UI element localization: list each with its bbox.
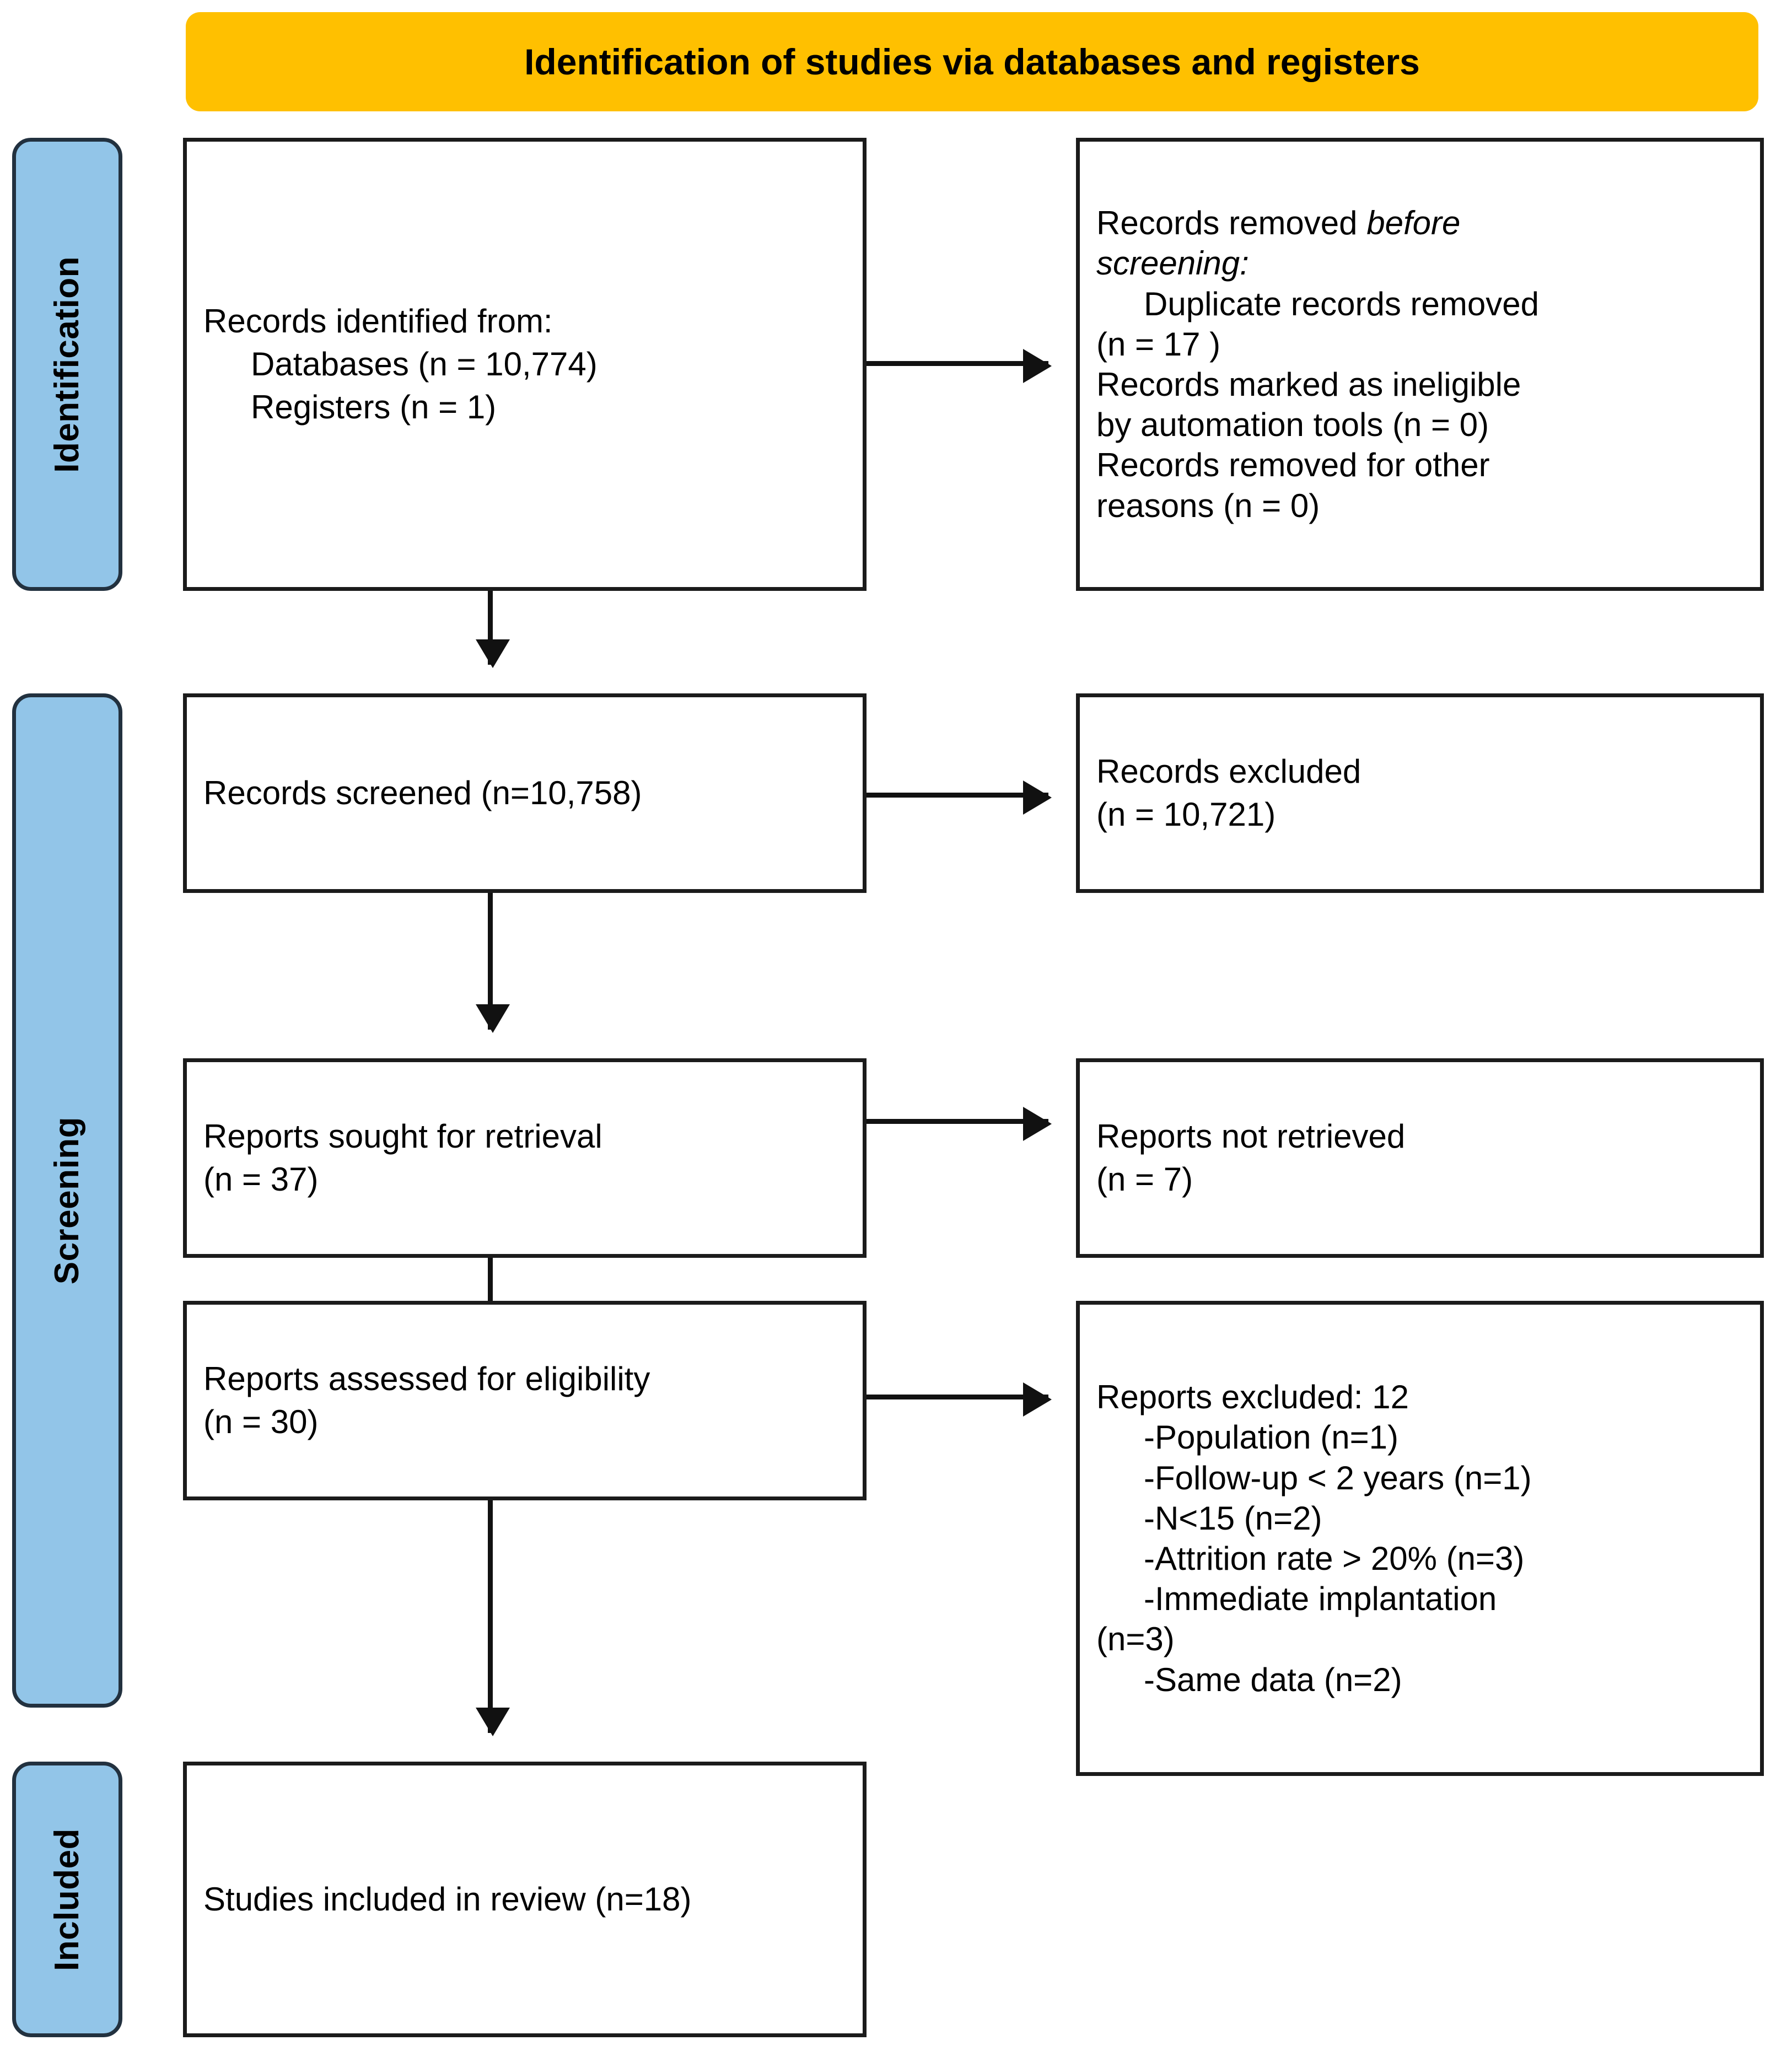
reports-excluded-line7: (n=3) — [1096, 1621, 1175, 1658]
box-records-removed-text: Records removed before screening:Duplicat… — [1080, 203, 1760, 526]
box-records-screened-text: Records screened (n=10,758) — [187, 772, 863, 815]
arrow-screened-to-sought — [476, 893, 510, 1033]
box-reports-excluded: Reports excluded: 12-Population (n=1)-Fo… — [1076, 1301, 1764, 1776]
reports-excluded-line2: -Population (n=1) — [1144, 1419, 1398, 1456]
arrow-identified-to-removed — [867, 349, 1052, 383]
records-identified-line1: Records identified from: — [203, 303, 553, 340]
box-reports-not-retrieved: Reports not retrieved (n = 7) — [1076, 1058, 1764, 1258]
box-records-removed-before-screening: Records removed before screening:Duplicat… — [1076, 138, 1764, 591]
removed-line2-plain: : — [1240, 245, 1249, 282]
box-records-excluded: Records excluded (n = 10,721) — [1076, 693, 1764, 893]
not-retrieved-line2: (n = 7) — [1096, 1161, 1193, 1198]
arrow-screened-to-excluded — [867, 780, 1052, 815]
arrow-assessed-to-included — [476, 1500, 510, 1736]
page-title: Identification of studies via databases … — [524, 41, 1420, 82]
box-records-screened: Records screened (n=10,758) — [183, 693, 867, 893]
sought-line1: Reports sought for retrieval — [203, 1118, 602, 1155]
records-excluded-line2: (n = 10,721) — [1096, 796, 1276, 833]
records-identified-line3: Registers (n = 1) — [251, 389, 497, 426]
box-records-identified: Records identified from: Databases (n = 1… — [183, 138, 867, 591]
arrow-identified-to-screened — [476, 591, 510, 668]
box-reports-excluded-text: Reports excluded: 12-Population (n=1)-Fo… — [1080, 1377, 1760, 1700]
phase-screening-text: Screening — [48, 1116, 86, 1285]
removed-line8: reasons (n = 0) — [1096, 487, 1320, 524]
box-reports-not-retrieved-text: Reports not retrieved (n = 7) — [1080, 1115, 1760, 1201]
box-studies-included-in-review: Studies included in review (n=18) — [183, 1762, 867, 2037]
removed-line1-plain: Records removed — [1096, 204, 1367, 242]
arrow-assessed-to-reports-excluded — [867, 1382, 1052, 1417]
removed-line6: by automation tools (n = 0) — [1096, 406, 1489, 444]
box-reports-assessed-for-eligibility: Reports assessed for eligibility (n = 30) — [183, 1301, 867, 1500]
reports-excluded-line6: -Immediate implantation — [1144, 1580, 1497, 1618]
not-retrieved-line1: Reports not retrieved — [1096, 1118, 1406, 1155]
reports-excluded-line1: Reports excluded: 12 — [1096, 1379, 1409, 1416]
assessed-line2: (n = 30) — [203, 1403, 319, 1440]
diagram-title-bar: Identification of studies via databases … — [186, 12, 1758, 111]
box-reports-assessed-text: Reports assessed for eligibility (n = 30) — [187, 1358, 863, 1444]
assessed-line1: Reports assessed for eligibility — [203, 1360, 650, 1397]
phase-label-screening: Screening — [12, 693, 122, 1708]
removed-line4: (n = 17 ) — [1096, 325, 1221, 363]
arrow-sought-to-not-retrieved — [867, 1107, 1052, 1141]
box-studies-included-text: Studies included in review (n=18) — [187, 1878, 863, 1921]
reports-excluded-line5: -Attrition rate > 20% (n=3) — [1144, 1540, 1525, 1577]
phase-label-included: Included — [12, 1762, 122, 2037]
phase-label-identification: Identification — [12, 138, 122, 591]
records-identified-line2: Databases (n = 10,774) — [251, 346, 598, 383]
box-reports-sought-for-retrieval: Reports sought for retrieval (n = 37) — [183, 1058, 867, 1258]
removed-line1-italic: before — [1366, 204, 1461, 242]
removed-line5: Records marked as ineligible — [1096, 366, 1521, 403]
reports-excluded-line4: -N<15 (n=2) — [1144, 1499, 1322, 1537]
box-records-identified-text: Records identified from: Databases (n = 1… — [187, 300, 863, 429]
records-excluded-line1: Records excluded — [1096, 753, 1362, 790]
reports-excluded-line8: -Same data (n=2) — [1144, 1661, 1402, 1698]
included-line1: Studies included in review (n=18) — [203, 1881, 692, 1918]
box-reports-sought-text: Reports sought for retrieval (n = 37) — [187, 1115, 863, 1201]
sought-line2: (n = 37) — [203, 1161, 319, 1198]
removed-line3: Duplicate records removed — [1144, 285, 1539, 322]
removed-line7: Records removed for other — [1096, 446, 1490, 484]
reports-excluded-line3: -Follow-up < 2 years (n=1) — [1144, 1459, 1532, 1496]
screened-line1: Records screened (n=10,758) — [203, 774, 642, 811]
removed-line2-italic: screening — [1096, 245, 1240, 282]
phase-identification-text: Identification — [48, 256, 86, 473]
box-records-excluded-text: Records excluded (n = 10,721) — [1080, 750, 1760, 836]
phase-included-text: Included — [48, 1828, 86, 1971]
